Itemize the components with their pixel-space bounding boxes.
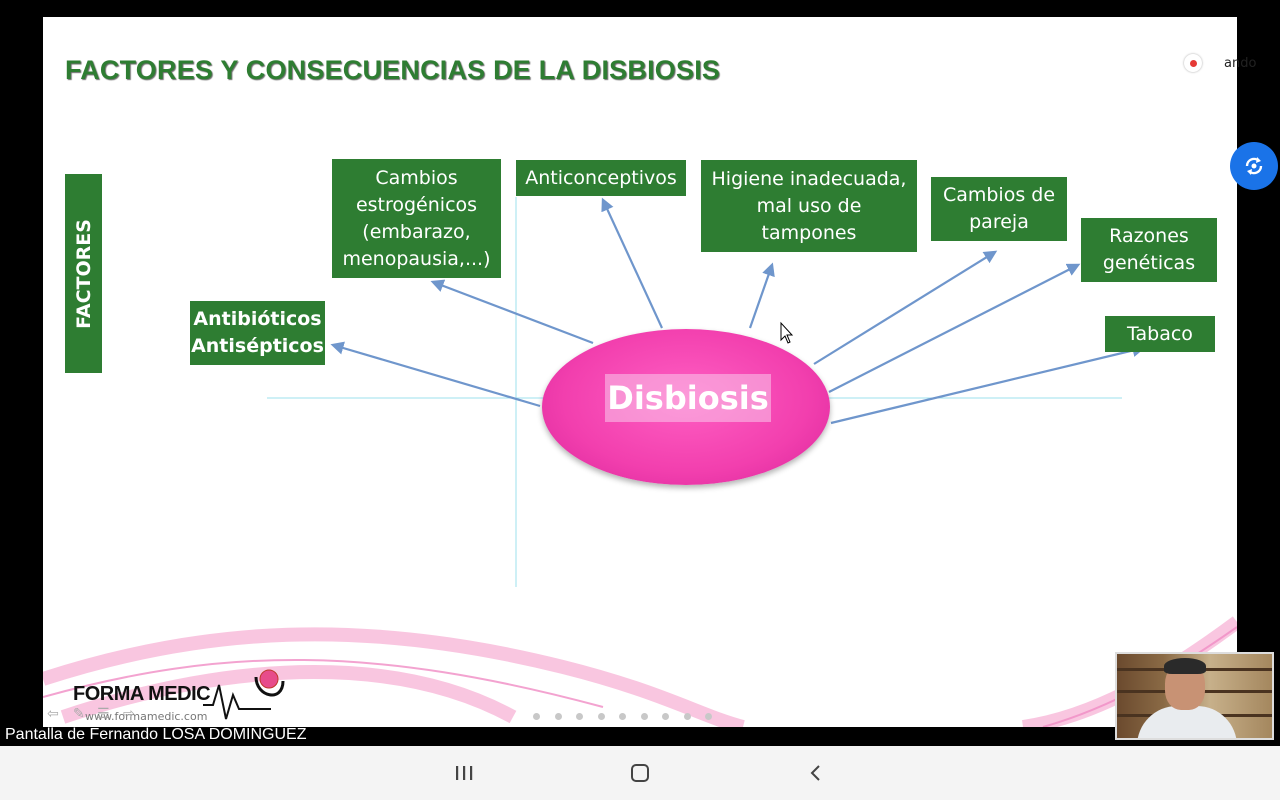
- forma-medic-logo-text: FORMA MEDIC: [73, 683, 210, 706]
- factor-box-cambios-estrogenicos: Cambios estrogénicos (embarazo, menopaus…: [332, 159, 501, 278]
- slide-pager: [533, 713, 712, 720]
- arrow-to-anticonceptivos: [603, 200, 662, 328]
- home-button[interactable]: [626, 760, 654, 786]
- recording-label: ando: [1224, 56, 1256, 71]
- page-dot[interactable]: [705, 713, 712, 720]
- android-navigation-bar: [0, 746, 1280, 800]
- arrow-to-cambios-estrogenicos: [433, 282, 593, 343]
- back-icon: [807, 763, 825, 783]
- factor-box-cambios-pareja: Cambios de pareja: [931, 177, 1067, 241]
- switch-camera-icon: [1240, 152, 1268, 180]
- presentation-slide: FACTORES Y CONSECUENCIAS DE LA DISBIOSIS: [43, 17, 1237, 727]
- page-dot[interactable]: [598, 713, 605, 720]
- home-icon: [629, 762, 651, 784]
- factors-label-text: FACTORES: [73, 219, 95, 329]
- menu-icon[interactable]: ☰: [97, 706, 110, 722]
- participant-video-thumbnail[interactable]: [1115, 652, 1274, 740]
- recent-apps-icon: [454, 764, 474, 782]
- back-button[interactable]: [802, 760, 830, 786]
- disbiosis-label: Disbiosis: [605, 374, 771, 422]
- page-dot[interactable]: [576, 713, 583, 720]
- switch-camera-button[interactable]: [1230, 142, 1278, 190]
- decorative-wave: [43, 622, 1237, 727]
- arrow-to-cambios-pareja: [814, 252, 995, 364]
- factor-box-razones-geneticas: Razones genéticas: [1081, 218, 1217, 282]
- next-slide-icon[interactable]: ⇨: [123, 706, 135, 722]
- factor-box-higiene: Higiene inadecuada, mal uso de tampones: [701, 160, 917, 252]
- prev-slide-icon[interactable]: ⇦: [47, 706, 59, 722]
- page-dot[interactable]: [662, 713, 669, 720]
- recording-indicator-icon: [1184, 54, 1202, 72]
- slide-toolbar: ⇦ ✎ ☰ ⇨: [43, 706, 153, 724]
- page-dot[interactable]: [555, 713, 562, 720]
- recent-apps-button[interactable]: [450, 760, 478, 786]
- factors-vertical-label: FACTORES: [65, 174, 102, 373]
- arrow-to-tabaco: [831, 348, 1143, 423]
- arrow-to-antibioticos: [333, 345, 540, 406]
- page-dot[interactable]: [641, 713, 648, 720]
- page-dot[interactable]: [533, 713, 540, 720]
- page-dot[interactable]: [619, 713, 626, 720]
- cursor-pointer: [781, 323, 792, 343]
- page-dot[interactable]: [684, 713, 691, 720]
- pen-icon[interactable]: ✎: [73, 706, 85, 722]
- screen-share-presenter-label: Pantalla de Fernando LOSA DOMINGUEZ: [5, 726, 306, 744]
- factor-box-anticonceptivos: Anticonceptivos: [516, 160, 686, 196]
- factor-box-tabaco: Tabaco: [1105, 316, 1215, 352]
- arrow-to-higiene: [750, 265, 772, 328]
- factor-box-antibioticos: Antibióticos Antisépticos: [190, 301, 325, 365]
